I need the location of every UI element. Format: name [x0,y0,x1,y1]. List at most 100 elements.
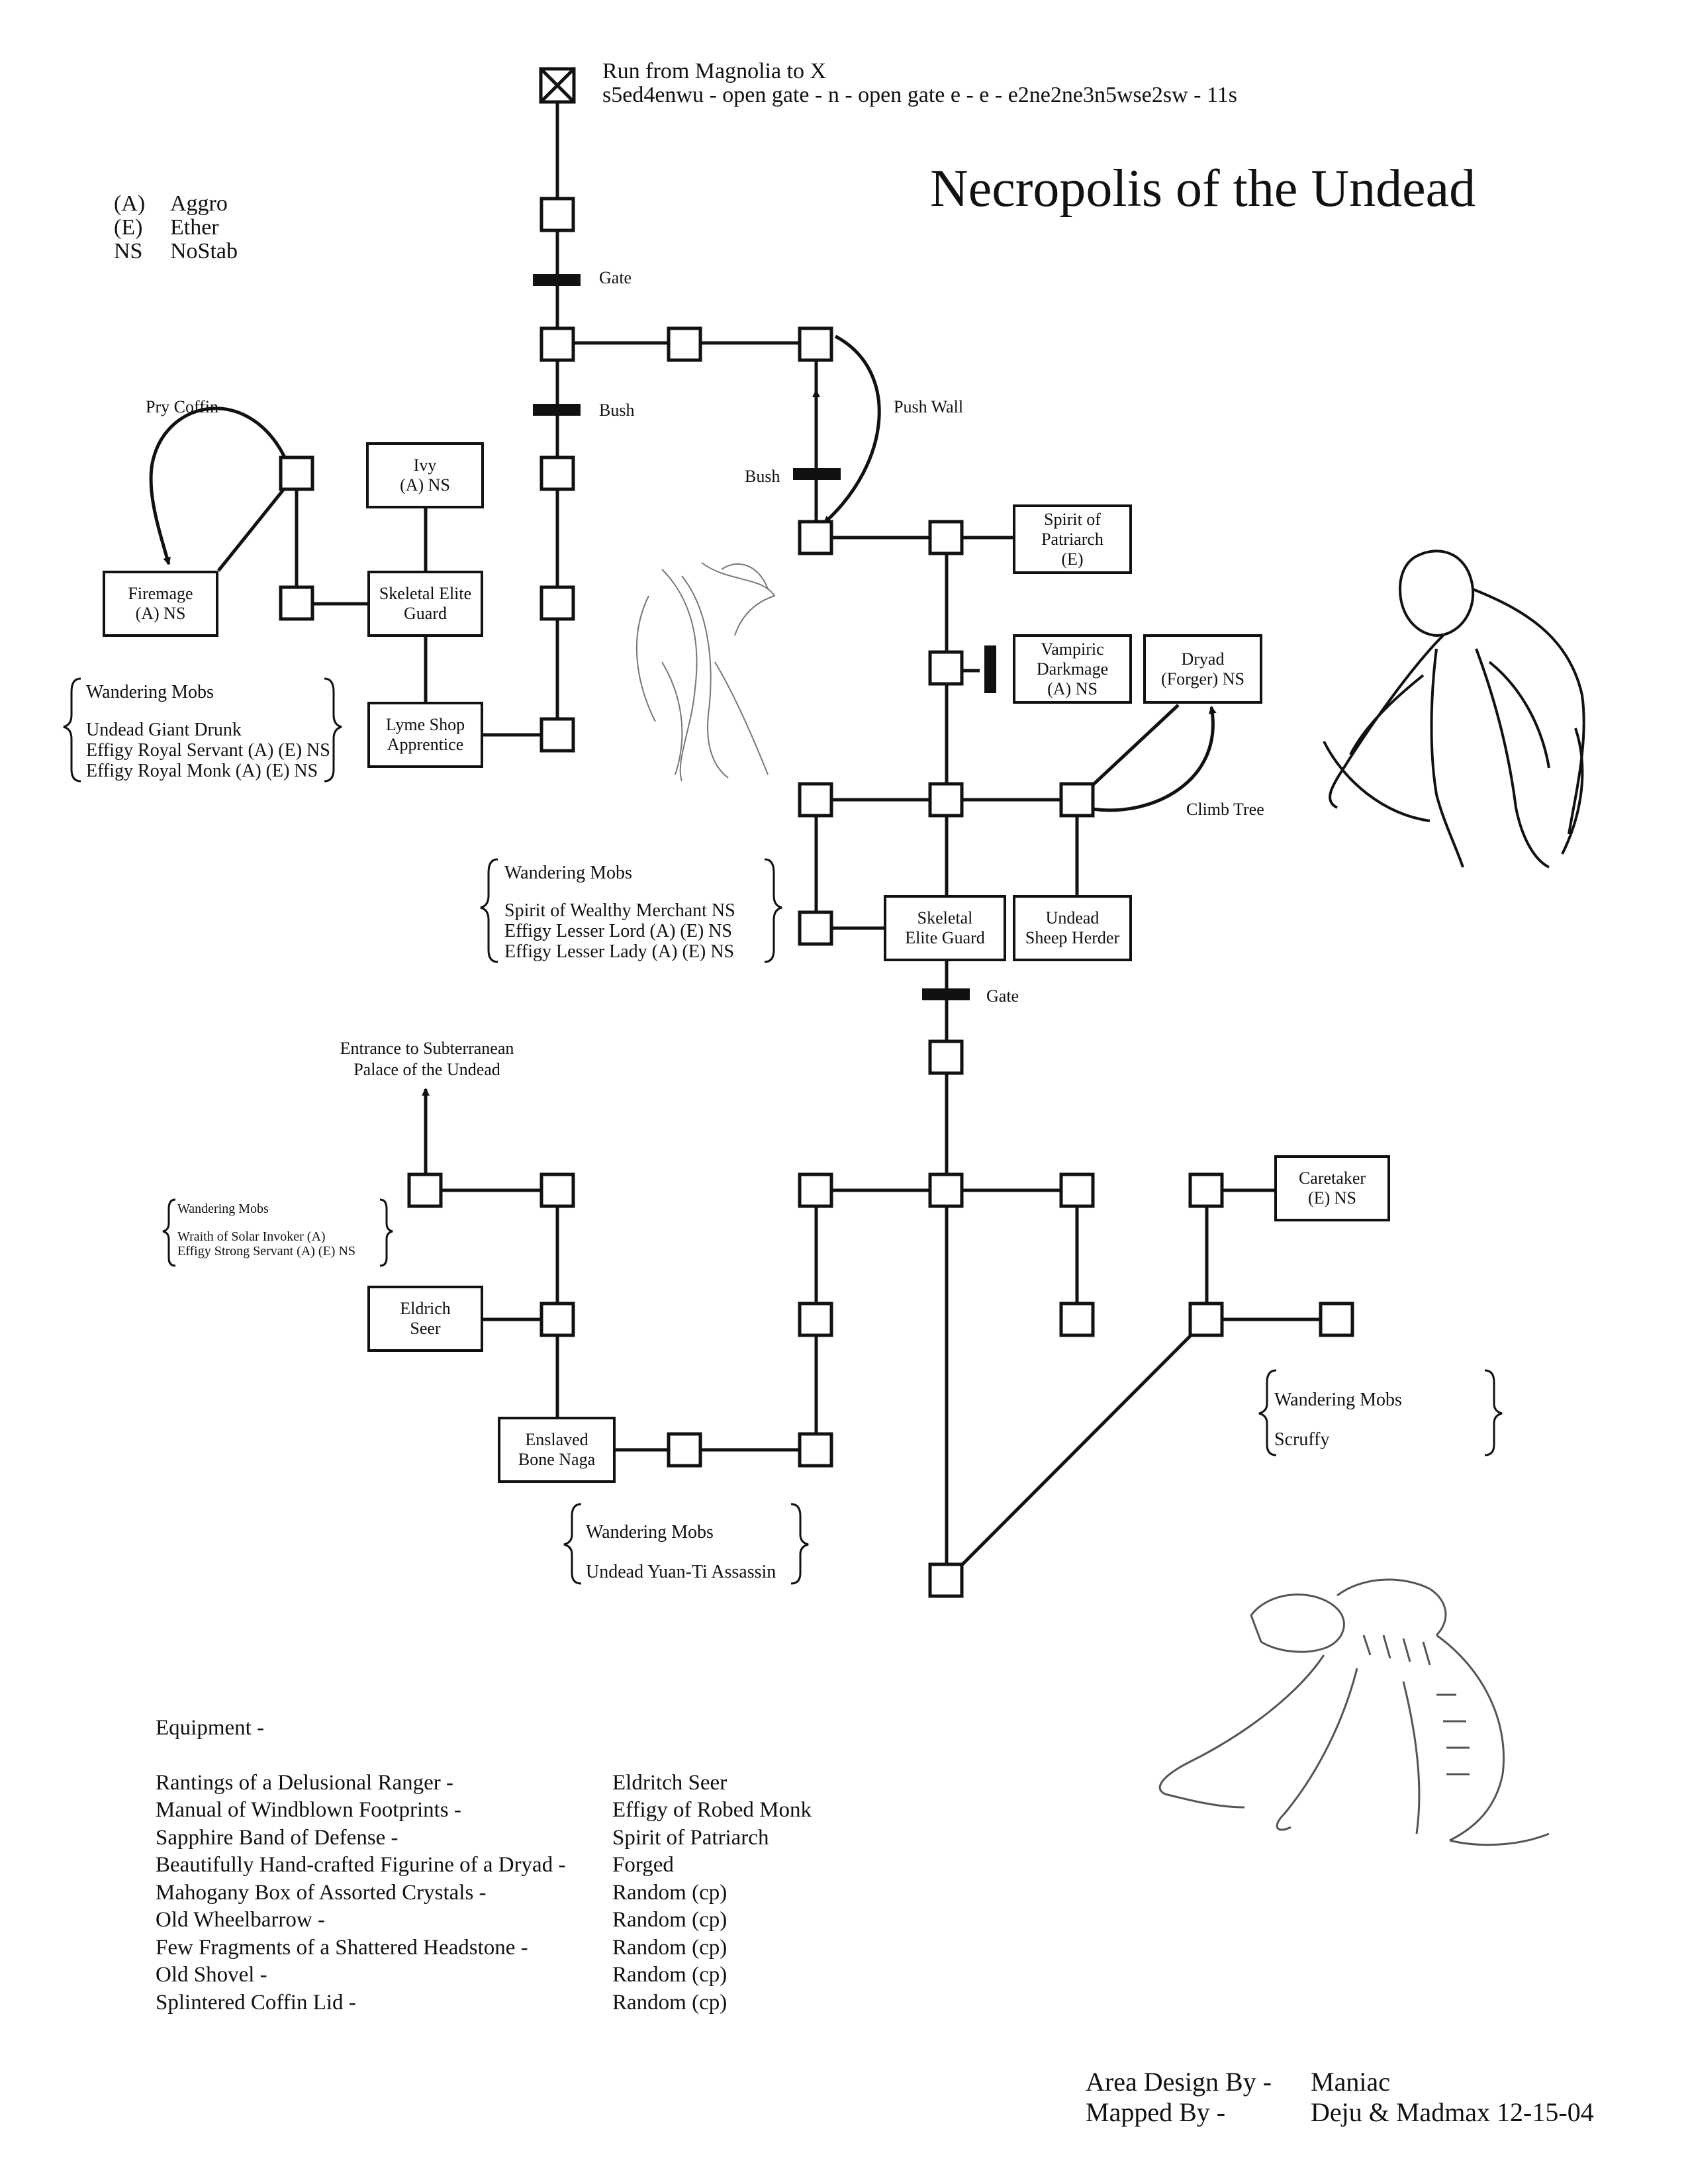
npc-skeletal-elite-guard-west: Skeletal Elite Guard [367,571,483,637]
mobs-heading: Wandering Mobs [586,1522,714,1543]
equipment-name: Old Wheelbarrow - [156,1908,325,1932]
room [279,585,314,621]
equipment-source: Spirit of Patriarch [612,1825,769,1850]
x-box-icon [539,67,576,104]
npc-tags: (E) [1061,549,1084,569]
room [928,1562,964,1598]
vampire-lord-drawing [1323,549,1585,869]
legend-row: (A)Aggro [114,192,238,216]
room [279,455,314,491]
room [539,585,575,621]
equipment-source: Random (cp) [612,1935,727,1960]
mobs-heading: Wandering Mobs [1274,1390,1402,1410]
npc-name-2: Guard [404,604,447,623]
equipment-heading: Equipment - [156,1716,265,1740]
equipment-source: Effigy of Robed Monk [612,1798,812,1822]
npc-vampiric-darkmage: Vampiric Darkmage (A) NS [1013,634,1132,704]
equipment-row: Mahogany Box of Assorted Crystals - Rando… [156,1879,812,1907]
equipment-source: Eldritch Seer [612,1770,727,1795]
npc-name: Vampiric [1041,639,1104,659]
room [798,1302,833,1337]
npc-name-2: Sheep Herder [1025,928,1120,947]
mob-entry: Effigy Royal Servant (A) (E) NS [86,740,330,761]
npc-lyme-shop-apprentice: Lyme Shop Apprentice [367,702,483,768]
mob-entry: Scruffy [1274,1429,1330,1450]
pry-coffin-label: Pry Coffin [146,397,219,416]
room [798,1172,833,1208]
npc-name: Lyme Shop [385,715,465,734]
barriers [533,274,996,1000]
room [1059,1172,1095,1208]
gate-label-mid: Gate [986,986,1019,1006]
bush-label-right: Bush [745,467,780,486]
gate-mid [922,988,970,1000]
room [928,1172,964,1208]
room [1188,1302,1224,1337]
entrance-label-line1: Entrance to Subterranean [340,1039,514,1058]
npc-caretaker: Caretaker (E) NS [1274,1155,1390,1221]
npc-name: Ivy [413,455,437,475]
wandering-mobs-group-1: Wandering Mobs Undead Giant Drunk Effigy… [86,682,330,781]
room [928,782,964,818]
gate-top [533,274,581,286]
room [539,1302,575,1337]
mob-entry: Effigy Lesser Lady (A) (E) NS [504,941,735,962]
equipment-source: Random (cp) [612,1880,727,1905]
credits-mapped-label: Mapped By - [1086,2097,1226,2127]
npc-name: Enslaved [525,1430,588,1449]
npc-name: Dryad [1181,649,1225,669]
door-darkmage [984,645,996,693]
mobs-heading: Wandering Mobs [504,863,632,883]
equipment-source: Random (cp) [612,1908,727,1932]
npc-spirit-of-patriarch: Spirit of Patriarch (E) [1013,504,1132,574]
wandering-mobs-group-5: Wandering Mobs Undead Yuan-Ti Assassin [586,1513,776,1592]
equipment-name: Mahogany Box of Assorted Crystals - [156,1880,487,1905]
wandering-mobs-group-3: Wandering Mobs Wraith of Solar Invoker (… [177,1202,355,1258]
equipment-row: Beautifully Hand-crafted Figurine of a D… [156,1852,812,1879]
credits-design: Area Design By -Maniac [1086,2067,1594,2097]
npc-name: Skeletal [917,908,973,927]
mob-entry: Effigy Strong Servant (A) (E) NS [177,1244,356,1258]
credits-design-value: Maniac [1311,2067,1390,2097]
push-wall-label: Push Wall [894,397,964,416]
mob-entry: Effigy Royal Monk (A) (E) NS [86,761,318,781]
npc-firemage: Firemage (A) NS [103,571,218,637]
credits-mapped: Mapped By -Deju & Madmax 12-15-04 [1086,2097,1594,2128]
equipment-name: Rantings of a Delusional Ranger - [156,1770,453,1795]
wandering-mobs-group-2: Wandering Mobs Spirit of Wealthy Merchan… [504,863,735,962]
room [539,197,575,232]
npc-name: Undead [1045,908,1100,927]
npc-name-2: Elite Guard [905,928,985,947]
room [667,1432,702,1468]
equipment-name: Old Shovel - [156,1963,267,1987]
equipment-row: Few Fragments of a Shattered Headstone -… [156,1934,812,1962]
npc-name: Eldrich [400,1299,451,1318]
legend-key: (E) [114,215,143,240]
run-info: Run from Magnolia to X s5ed4enwu - open … [602,60,1237,107]
bush-right [793,468,841,480]
wandering-mobs-group-4: Wandering Mobs Scruffy [1274,1380,1402,1460]
legend-row: (E) Ether [114,216,238,240]
map-connections [149,85,1337,1582]
legend-value: Ether [170,215,219,240]
npc-dryad: Dryad (Forger) NS [1143,634,1262,704]
mob-entry: Spirit of Wealthy Merchant NS [504,900,735,921]
equipment-name: Manual of Windblown Footprints - [156,1798,461,1822]
bush-top [533,404,581,416]
equipment-name: Sapphire Band of Defense - [156,1825,399,1850]
skeletal-beast-sketch [1158,1578,1550,1846]
npc-name: Caretaker [1298,1168,1366,1188]
bush-label-top: Bush [599,401,635,420]
run-info-line2: s5ed4enwu - open gate - n - open gate e … [602,83,1237,107]
room [798,1432,833,1468]
mob-entry: Undead Giant Drunk [86,720,242,740]
equipment-source: Random (cp) [612,1963,727,1987]
mob-entry: Undead Yuan-Ti Assassin [586,1562,776,1582]
npc-tags: (A) NS [400,475,450,495]
mob-braces [63,677,1503,1585]
equipment-row: Old Shovel - Random (cp) [156,1962,812,1989]
mob-entry: Wraith of Solar Invoker (A) [177,1229,326,1244]
